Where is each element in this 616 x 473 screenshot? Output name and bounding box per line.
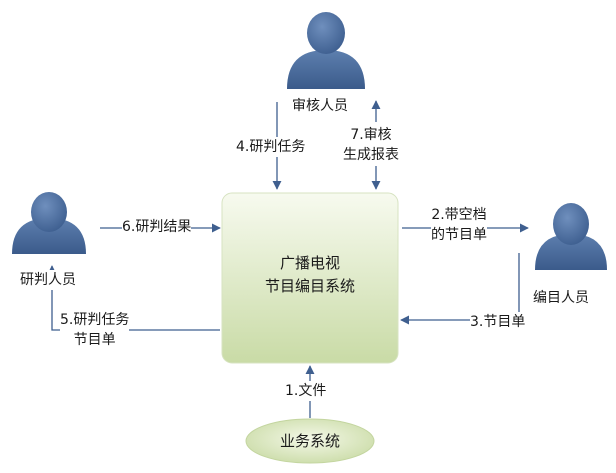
flow-7-line2: 生成报表: [343, 147, 399, 163]
business-system-oval: [245, 418, 375, 464]
flow-5-line1: 5.研判任务: [60, 312, 130, 328]
system-title-line2: 节目编目系统: [264, 277, 355, 295]
reviewer-person-icon: [287, 12, 365, 89]
flow-5-label: 5.研判任务 节目单: [60, 310, 130, 350]
analyst-label: 研判人员: [20, 270, 76, 290]
flow-2-line1: 2.带空档: [431, 207, 487, 223]
flow-3-label: 3.节目单: [470, 312, 526, 332]
system-box: [221, 192, 399, 364]
flow-7-line1: 7.审核: [350, 127, 392, 143]
arrow-3-program-list: [400, 253, 520, 325]
system-title: 广播电视 节目编目系统: [222, 252, 398, 298]
business-system-label: 业务系统: [279, 432, 340, 450]
reviewer-label: 审核人员: [292, 96, 348, 116]
analyst-person-icon: [12, 192, 86, 254]
flow-2-line2: 的节目单: [431, 227, 487, 243]
editor-label: 编目人员: [533, 288, 589, 308]
flow-2-label: 2.带空档 的节目单: [431, 205, 487, 245]
flow-7-label: 7.审核 生成报表: [343, 125, 399, 165]
flow-6-label: 6.研判结果: [122, 217, 192, 237]
editor-person-icon: [535, 203, 607, 270]
flow-5-line2: 节目单: [73, 332, 116, 348]
flow-4-label: 4.研判任务: [236, 137, 306, 157]
system-title-line1: 广播电视: [279, 254, 340, 272]
flow-1-label: 1.文件: [285, 381, 327, 401]
